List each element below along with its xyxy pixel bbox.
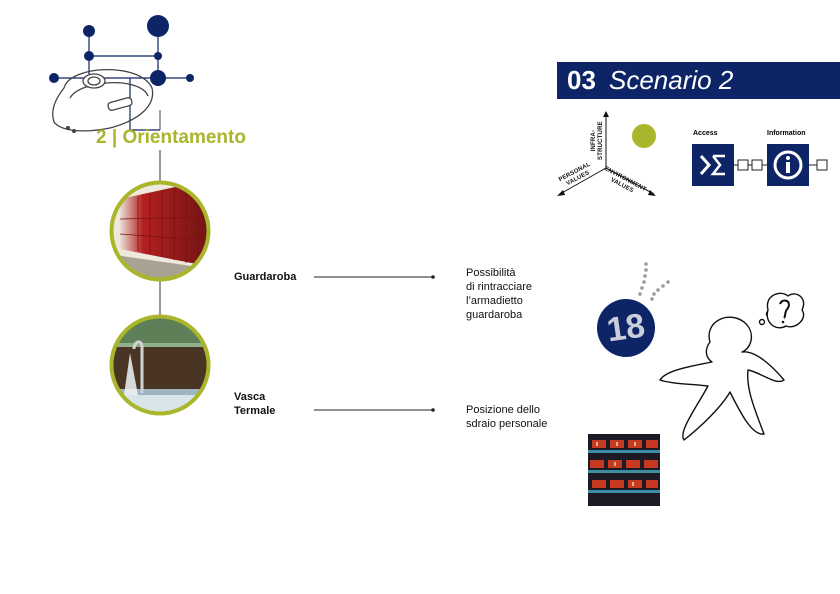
locker-tag-number: 18	[604, 306, 648, 350]
information-icon	[767, 144, 809, 186]
axis-label-infrastructure: INFRA- STRUCTURE	[591, 121, 604, 160]
row-label-vasca-termale: Vasca Termale	[234, 391, 276, 417]
confused-person-illustration	[659, 292, 805, 441]
wristband-network-illustration	[49, 15, 194, 134]
row-description-guardaroba: Possibilità di rintracciare l’armadietto…	[466, 267, 533, 321]
thermal-pool-photo	[109, 314, 211, 416]
row-arrow-vasca-termale	[314, 408, 435, 412]
access-chain-icon	[734, 159, 768, 171]
scenario-number: 03	[567, 65, 596, 95]
section-title: 2 | Orientamento	[96, 127, 246, 148]
locker-tag-icon	[597, 262, 670, 357]
green-indicator-dot	[632, 124, 656, 148]
row-arrow-guardaroba	[314, 275, 435, 279]
access-label: Access	[693, 130, 718, 137]
values-axis-diagram	[557, 111, 656, 196]
access-icon	[692, 144, 734, 186]
information-label: Information	[767, 130, 806, 137]
scenario-title: Scenario 2	[609, 65, 734, 95]
row-label-guardaroba: Guardaroba	[234, 271, 297, 283]
information-chain-icon	[809, 159, 828, 171]
lockers-photo	[109, 180, 211, 282]
lounge-chairs-photo	[588, 434, 660, 506]
row-description-vasca-termale: Posizione dello sdraio personale	[466, 404, 548, 430]
scenario-header: 03 Scenario 2	[557, 62, 840, 99]
